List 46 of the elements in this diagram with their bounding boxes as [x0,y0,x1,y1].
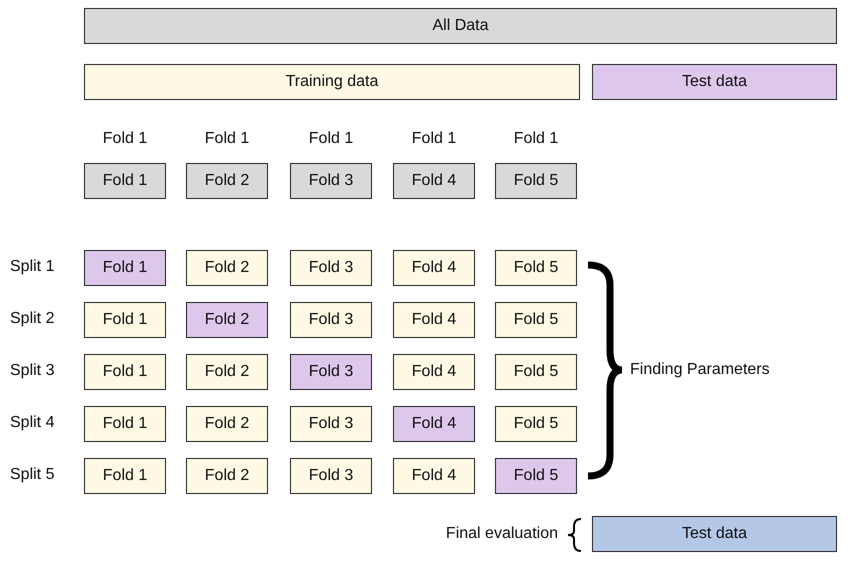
row-label: Split 3 [10,362,54,380]
data-block: Fold 5 [495,302,577,338]
data-block: Training data [84,64,580,100]
row-label: Split 4 [10,414,54,432]
data-block: Fold 4 [393,163,475,199]
data-block: Fold 3 [290,458,372,494]
data-block: Fold 2 [186,302,268,338]
column-label: Fold 1 [308,130,354,148]
data-block: Fold 1 [84,458,166,494]
data-block: Fold 4 [393,354,475,390]
data-block: All Data [84,8,837,44]
data-block: Fold 4 [393,458,475,494]
data-block: Fold 4 [393,302,475,338]
row-label: Split 5 [10,466,54,484]
bracket-label: Final evaluation [446,525,558,543]
data-block: Fold 2 [186,406,268,442]
data-block: Fold 4 [393,406,475,442]
column-label: Fold 1 [204,130,250,148]
data-block: Fold 5 [495,406,577,442]
data-block: Fold 2 [186,163,268,199]
row-label: Split 2 [10,310,54,328]
column-label: Fold 1 [412,130,456,148]
data-block: Fold 1 [84,406,166,442]
data-block: Fold 2 [186,250,268,286]
data-block: Fold 5 [495,354,577,390]
data-block: Fold 5 [495,250,577,286]
data-block: Fold 3 [290,250,372,286]
bracket-label: Finding Parameters [630,361,770,379]
column-label: Fold 1 [102,130,148,148]
data-block: Fold 4 [393,250,475,286]
row-label: Split 1 [10,258,54,276]
column-label: Fold 1 [514,130,558,148]
data-block: Test data [592,516,837,552]
data-block: Fold 3 [290,302,372,338]
data-block: Fold 1 [84,302,166,338]
data-block: Fold 1 [84,250,166,286]
data-block: Fold 1 [84,354,166,390]
data-block: Fold 1 [84,163,166,199]
data-block: Fold 5 [495,163,577,199]
data-block: Fold 5 [495,458,577,494]
data-block: Test data [592,64,837,100]
data-block: Fold 2 [186,458,268,494]
data-block: Fold 3 [290,354,372,390]
data-block: Fold 2 [186,354,268,390]
data-block: Fold 3 [290,406,372,442]
data-block: Fold 3 [290,163,372,199]
